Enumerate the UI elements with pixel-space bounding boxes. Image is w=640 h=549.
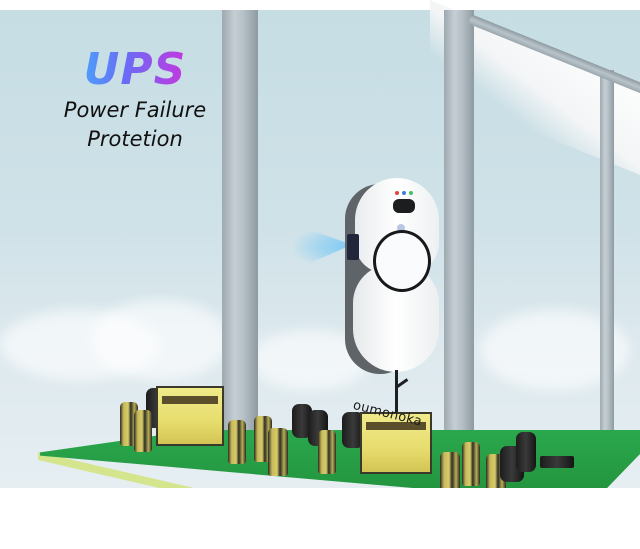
headline: UPS Power Failure Protetion bbox=[40, 44, 230, 154]
transistor bbox=[516, 432, 536, 472]
top-margin bbox=[0, 0, 640, 10]
subtitle-line-1: Power Failure bbox=[63, 98, 207, 122]
capacitor bbox=[120, 402, 138, 446]
capacitor bbox=[440, 452, 460, 498]
window-frame-right bbox=[600, 70, 614, 450]
transformer-left bbox=[156, 386, 224, 446]
bottom-margin bbox=[0, 488, 640, 549]
subtitle-line-2: Protetion bbox=[87, 127, 183, 151]
transformer-right bbox=[360, 412, 432, 474]
window-frame-center bbox=[444, 10, 474, 450]
robot-display bbox=[393, 199, 415, 213]
window-cleaning-robot bbox=[345, 178, 440, 374]
power-button-icon bbox=[397, 224, 405, 232]
capacitor bbox=[462, 442, 480, 486]
capacitor bbox=[134, 410, 152, 452]
capacitor bbox=[228, 420, 246, 464]
transistor bbox=[292, 404, 312, 438]
safety-cable bbox=[395, 370, 398, 430]
led-red-icon bbox=[395, 191, 399, 195]
spray-nozzle bbox=[347, 234, 359, 260]
led-green-icon bbox=[409, 191, 413, 195]
capacitor bbox=[318, 430, 336, 474]
header-pins bbox=[540, 456, 574, 468]
capacitor bbox=[254, 416, 272, 462]
capacitor bbox=[268, 428, 288, 476]
ups-title: UPS bbox=[40, 44, 230, 96]
window-frame-left bbox=[222, 10, 258, 450]
led-blue-icon bbox=[402, 191, 406, 195]
suction-ring bbox=[373, 230, 431, 292]
inductor bbox=[342, 412, 364, 448]
